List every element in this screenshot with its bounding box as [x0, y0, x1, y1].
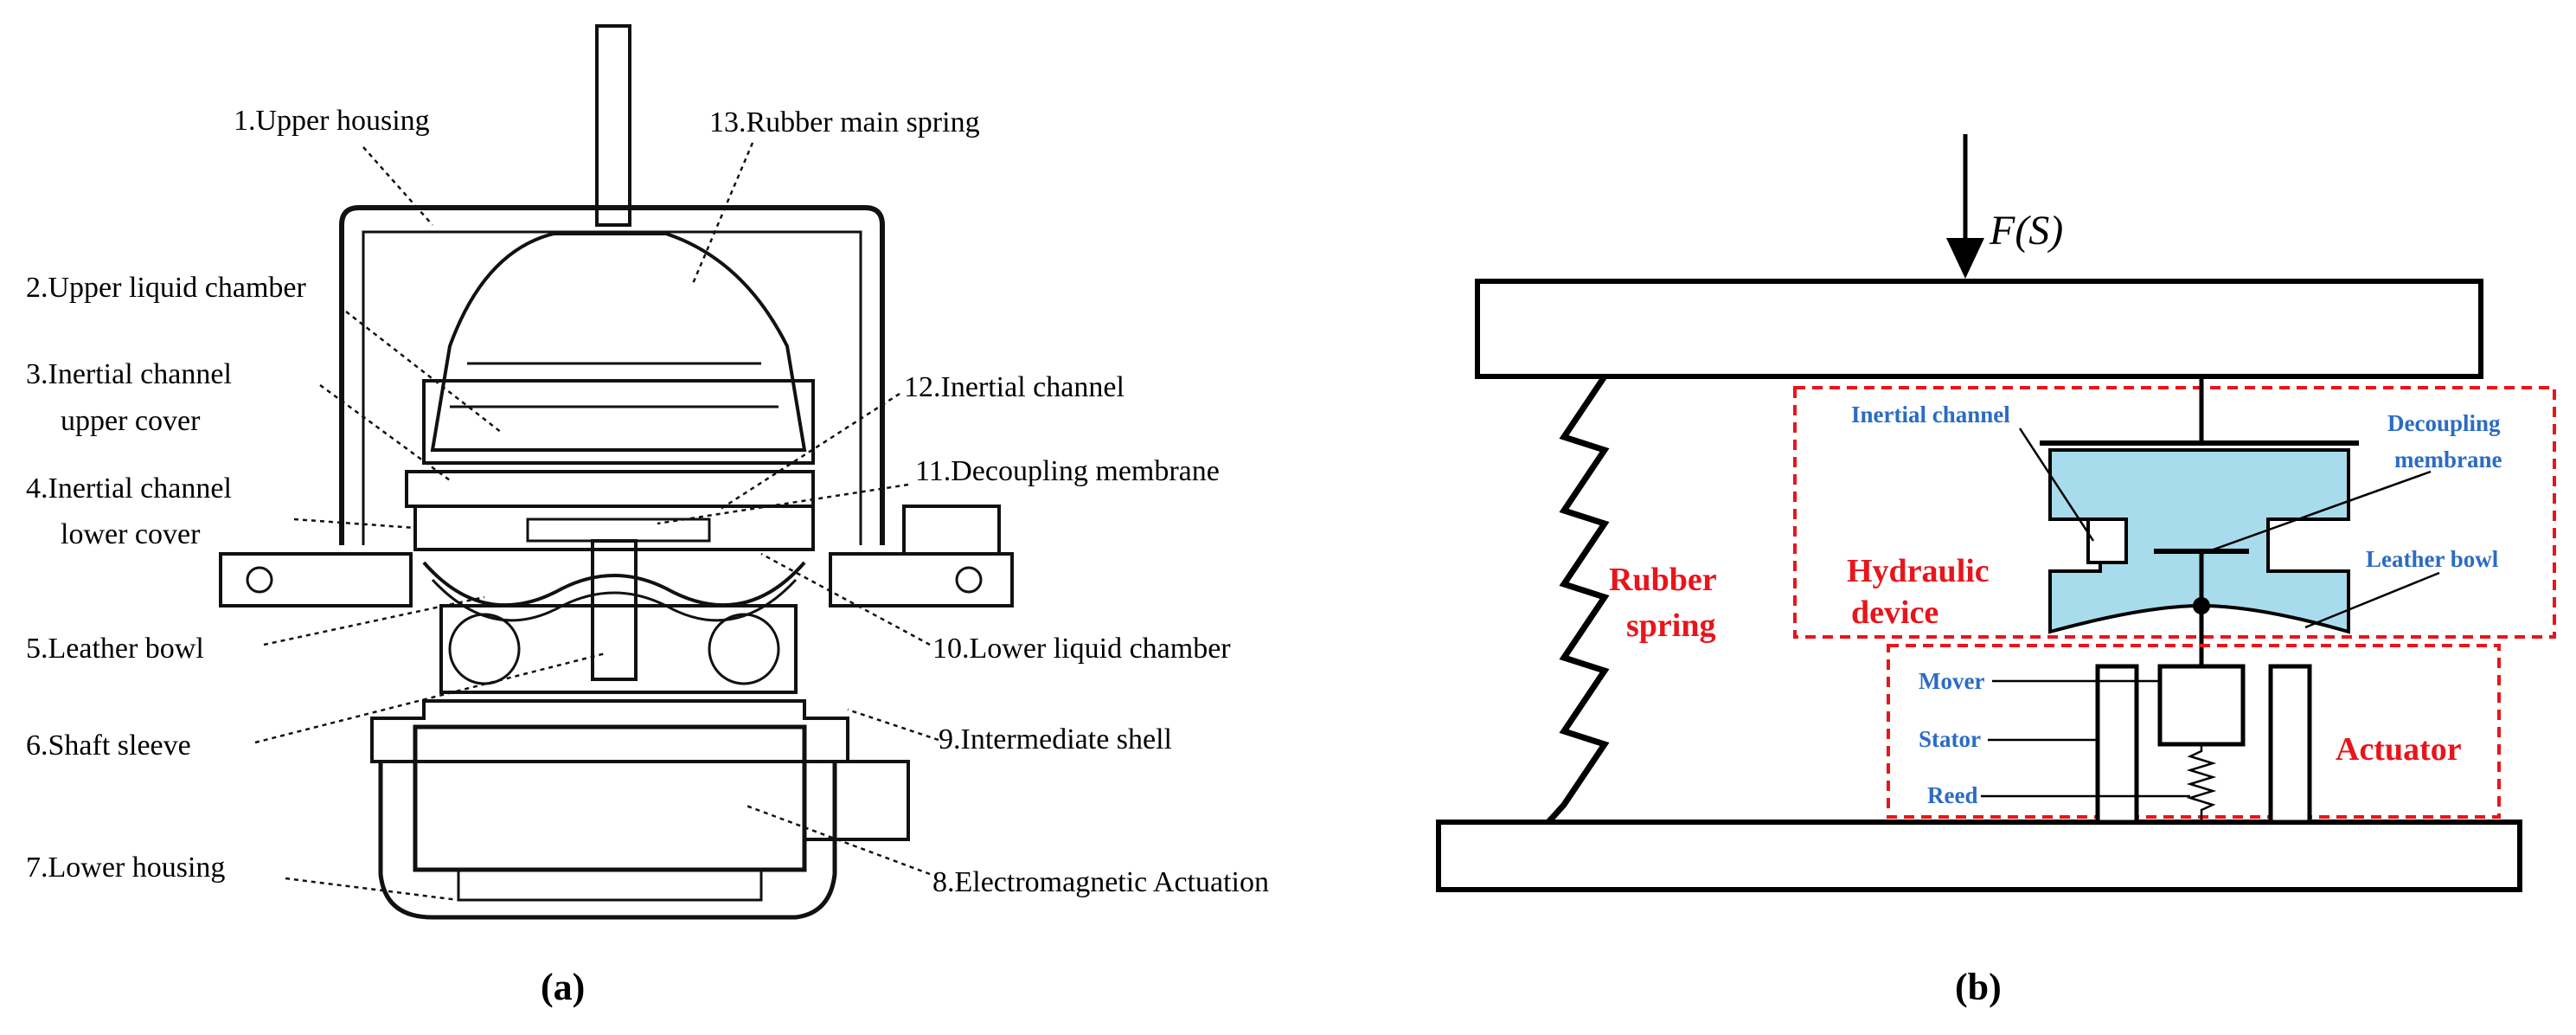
leather-bowl [422, 561, 806, 608]
bolt-right [955, 566, 983, 594]
caption-a: (a) [541, 966, 585, 1008]
label-stator: Stator [1919, 726, 1981, 752]
lower-liquid-chamber [439, 604, 798, 694]
leader-9 [847, 708, 939, 742]
leader-6 [254, 652, 606, 744]
label-inertial-upper-cover-2: upper cover [61, 405, 201, 437]
label-upper-housing: 1.Upper housing [234, 105, 430, 137]
panel-a-leaders [254, 142, 939, 902]
label-decoupling-1: Decoupling [2387, 410, 2501, 436]
label-rubber-main-spring: 13.Rubber main spring [709, 106, 980, 138]
label-decoupling-2: membrane [2394, 447, 2502, 472]
left-flange [219, 552, 413, 608]
label-shaft-sleeve: 6.Shaft sleeve [26, 730, 191, 762]
actuator-box [1887, 644, 2501, 819]
inertial-channel-lower-cover [413, 505, 815, 551]
leather-bowl-2 [431, 578, 798, 622]
top-plate [1475, 279, 2483, 379]
lower-chamber-roller-right [708, 613, 780, 685]
leader-8 [743, 803, 931, 876]
reed-spring [2186, 744, 2217, 822]
leader-2 [345, 311, 503, 434]
electromagnetic-actuation [413, 724, 807, 872]
pointer-inertial [2018, 428, 2095, 542]
label-leather-bowl-b: Leather bowl [2366, 546, 2499, 572]
label-hydraulic-1: Hydraulic [1847, 553, 1990, 589]
label-hydraulic-2: device [1851, 595, 1938, 631]
label-inertial-upper-cover-1: 3.Inertial channel [26, 358, 232, 390]
rubber-main-spring [430, 232, 807, 452]
caption-b: (b) [1955, 966, 2002, 1008]
pointer-leather [2304, 571, 2440, 629]
force-arrow-head [1946, 238, 1984, 279]
label-reed: Reed [1927, 782, 1977, 808]
mover [2157, 664, 2246, 747]
label-lower-liquid-chamber: 10.Lower liquid chamber [932, 633, 1231, 665]
label-intermediate-shell: 9.Intermediate shell [939, 723, 1172, 755]
label-inertial-channel-b: Inertial channel [1851, 402, 2010, 428]
lower-chamber-roller-left [448, 613, 521, 685]
label-upper-liquid-chamber: 2.Upper liquid chamber [26, 272, 307, 304]
label-rubber-1: Rubber [1609, 562, 1717, 598]
label-decoupling-membrane: 11.Decoupling membrane [915, 455, 1220, 487]
upper-housing-outline [339, 205, 885, 545]
shaft [595, 24, 631, 227]
panel-a-labels: 1.Upper housing 13.Rubber main spring 2.… [26, 105, 1269, 1008]
bottom-plate [1436, 820, 2522, 892]
leader-11 [657, 483, 909, 525]
label-leather-bowl: 5.Leather bowl [26, 633, 204, 665]
leader-5 [263, 595, 485, 646]
label-lower-housing: 7.Lower housing [26, 852, 225, 884]
inertial-channel-rect [2086, 518, 2128, 564]
label-inertial-lower-cover-1: 4.Inertial channel [26, 472, 232, 505]
leader-7 [285, 877, 459, 902]
leader-1 [362, 146, 433, 226]
label-rubber-2: spring [1626, 608, 1715, 644]
rubber-spring [1546, 375, 1610, 825]
label-inertial-channel: 12.Inertial channel [904, 371, 1125, 403]
label-inertial-lower-cover-2: lower cover [61, 518, 201, 550]
connector-top [902, 505, 1001, 556]
upper-housing-inner [362, 230, 862, 545]
leader-12 [717, 392, 900, 512]
lower-housing [378, 762, 837, 920]
leader-10 [760, 552, 931, 646]
stator-left [2095, 664, 2139, 825]
actuator-connector [803, 760, 910, 841]
right-flange [829, 552, 1014, 608]
panel-a [219, 24, 1014, 920]
bolt-left [246, 566, 273, 594]
lower-housing-base [457, 868, 763, 902]
hydraulic-device-box [1793, 386, 2556, 639]
upper-liquid-chamber [422, 379, 815, 465]
label-em-actuation: 8.Electromagnetic Actuation [932, 866, 1269, 898]
leader-3 [319, 383, 451, 482]
panel-b: F(S) Rubber spring Hydraulic device Iner… [1436, 134, 2556, 1008]
joint [2193, 597, 2210, 614]
label-actuator: Actuator [2336, 731, 2462, 768]
stator-right [2268, 664, 2312, 825]
decoupling-membrane [526, 518, 711, 543]
label-mover: Mover [1919, 668, 1984, 694]
shaft-sleeve [591, 539, 638, 681]
leader-4 [293, 518, 416, 530]
force-label: F(S) [1989, 208, 2063, 254]
pointer-decoupling [2201, 470, 2432, 556]
intermediate-shell [370, 699, 849, 763]
